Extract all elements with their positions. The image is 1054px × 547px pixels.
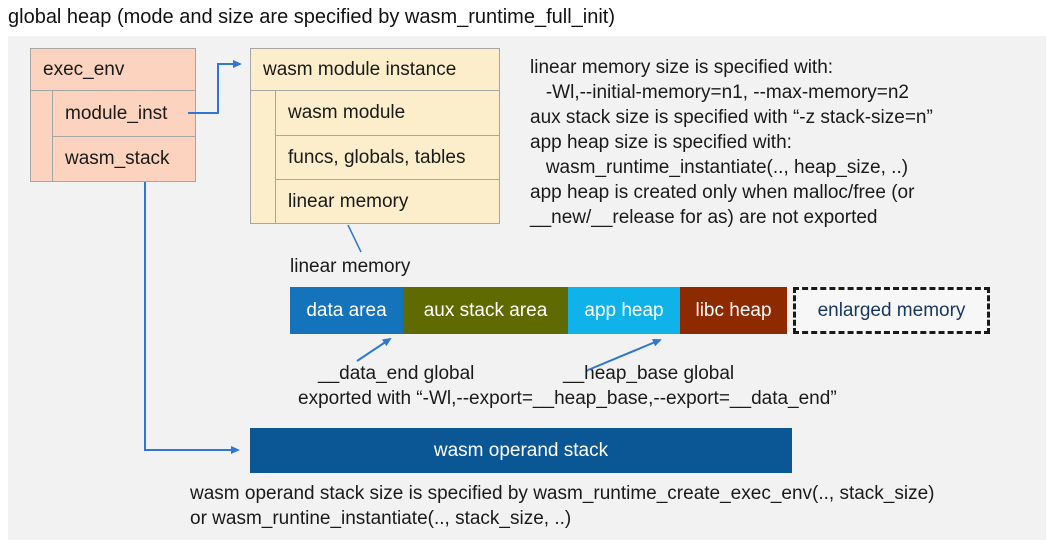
diagram-title: global heap (mode and size are specified… (8, 6, 615, 28)
segment-enlarged-memory: enlarged memory (793, 287, 990, 334)
note-line: or wasm_runtine_instantiate(.., stack_si… (190, 508, 572, 529)
module-instance-field-funcs-globals-tables: funcs, globals, tables (276, 135, 499, 179)
wasm-operand-stack-bar: wasm operand stack (250, 428, 792, 473)
wasm-module-instance-box: wasm module instance wasm module funcs, … (250, 48, 500, 224)
segment-data-area: data area (290, 287, 403, 334)
exported-with-label: exported with “-Wl,--export=__heap_base,… (298, 388, 837, 409)
segment-app-heap: app heap (568, 287, 680, 334)
note-line: __new/__release for as) are not exported (530, 207, 878, 228)
operand-stack-notes: wasm operand stack size is specified by … (190, 481, 935, 531)
segment-libc-heap: libc heap (680, 287, 787, 334)
exec-env-indent-strip (31, 91, 53, 181)
note-line: -Wl,--initial-memory=n1, --max-memory=n2 (530, 82, 909, 103)
note-line: aux stack size is specified with “-z sta… (530, 107, 933, 128)
note-line: app heap is created only when malloc/fre… (530, 182, 915, 203)
data-end-global-label: __data_end global (318, 363, 475, 384)
linear-memory-bar: data area aux stack area app heap libc h… (290, 287, 787, 334)
note-line: wasm operand stack size is specified by … (190, 483, 935, 504)
module-instance-header: wasm module instance (251, 49, 499, 91)
note-line: linear memory size is specified with: (530, 57, 834, 78)
exec-env-field-wasm-stack: wasm_stack (53, 136, 195, 181)
module-instance-field-wasm-module: wasm module (288, 102, 406, 123)
notes-right-block: linear memory size is specified with: -W… (530, 55, 933, 230)
note-line: wasm_runtime_instantiate(.., heap_size, … (530, 157, 909, 178)
module-instance-field-linear-memory: linear memory (276, 179, 499, 223)
exec-env-field-module-inst: module_inst (65, 102, 168, 124)
exec-env-box: exec_env module_inst wasm_stack (30, 48, 196, 182)
note-line: app heap size is specified with: (530, 132, 792, 153)
module-instance-indent-strip (251, 91, 276, 223)
linear-memory-label: linear memory (290, 256, 411, 277)
segment-aux-stack-area: aux stack area (403, 287, 568, 334)
heap-base-global-label: __heap_base global (563, 363, 735, 384)
exec-env-header: exec_env (31, 49, 195, 91)
